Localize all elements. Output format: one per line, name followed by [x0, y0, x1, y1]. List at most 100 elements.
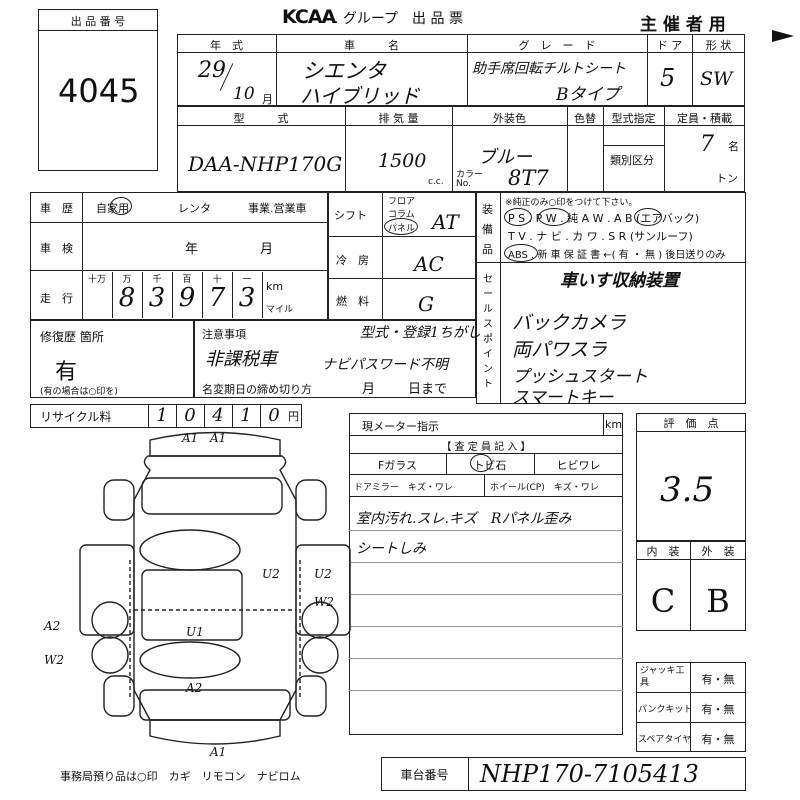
history-box: [30, 192, 328, 320]
mileage-unit-1: 十万: [87, 275, 106, 285]
deadline-label: 名変期日の締め切り方: [202, 383, 312, 396]
mileage-unit-3: 千: [152, 275, 162, 285]
mileage-digit-6: 3: [238, 283, 256, 313]
repair-label: 修復歴 箇所: [40, 330, 104, 344]
mark-right-u2: U2: [314, 567, 332, 581]
mark-left-w2: W2: [44, 653, 64, 667]
km-label: km: [266, 280, 284, 293]
grade-1: 助手席回転チルトシート: [472, 61, 626, 77]
equipment-label: 装備品: [482, 203, 493, 256]
recycle-digit-5: 0: [268, 405, 280, 426]
color-no-value: 8T7: [508, 166, 549, 190]
salespoint-4: プッシュスタート: [512, 367, 648, 387]
ps-circle: [504, 208, 532, 226]
shape-label: 形 状: [705, 39, 732, 52]
wheel-label: ホイール(CP) キズ・ワレ: [490, 483, 599, 493]
inspector-label: 【 査 定 員 記 入 】: [441, 442, 531, 453]
row1-box: [177, 34, 745, 106]
glass-chip-circle: [470, 454, 492, 472]
doors-value: 5: [660, 64, 676, 92]
mileage-unit-5: 十: [212, 275, 222, 285]
mark-front: A1: [209, 431, 226, 445]
caution-label: 注意事項: [202, 328, 246, 341]
caution-1: 型式・登録1ちがし: [360, 325, 481, 341]
repair-note: (有の場合は○印を): [40, 387, 118, 397]
ac-label: 冷 房: [336, 254, 369, 267]
shift-circle: [384, 218, 418, 235]
lot-number-label: 出 品 番 号: [70, 15, 126, 28]
meter-unit: km: [605, 418, 623, 431]
recycle-digit-2: 0: [184, 405, 196, 426]
ab-circle: [634, 208, 662, 226]
lot-number: 4045: [58, 72, 140, 110]
caution-box: [194, 320, 476, 398]
door-label: ド ア: [656, 39, 683, 52]
fuel-value: G: [418, 292, 434, 316]
ton-unit: トン: [716, 172, 738, 185]
recycle-box: [30, 404, 302, 428]
deadline-day: 日まで: [408, 382, 448, 397]
office-note: 事務局預り品は○印 カギ リモコン ナビロム: [60, 770, 301, 783]
mark-roof: U1: [186, 625, 204, 639]
displacement-label: 排 気 量: [378, 112, 419, 125]
score-value: 3.5: [660, 470, 715, 510]
displacement-value: 1500: [378, 150, 427, 172]
type-desig-label: 型式指定: [611, 112, 656, 125]
equipment-box: [476, 192, 746, 404]
recycle-digit-3: 4: [212, 405, 224, 426]
mileage-digit-5: 7: [208, 283, 226, 313]
salespoint-2: バックカメラ: [512, 312, 627, 334]
year-label: 年 式: [210, 39, 243, 52]
mark-front-right: A1: [181, 431, 198, 445]
deadline-month: 月: [362, 382, 376, 397]
salespoint-3: 両パワスラ: [512, 339, 608, 361]
mark-rear: A1: [209, 745, 226, 759]
capacity-value: 7: [700, 132, 714, 157]
puncture-option: 有・無: [701, 703, 735, 716]
recycle-digit-4: 1: [240, 405, 252, 426]
shift-value: AT: [432, 210, 459, 234]
color-change-label: 色替: [574, 112, 596, 125]
model-name-1: シエンタ: [302, 59, 386, 83]
model-name-2: ハイブリッド: [300, 84, 420, 108]
mile-label: マイル: [266, 305, 294, 315]
month-unit: 月: [262, 93, 273, 106]
recycle-digit-1: 1: [156, 405, 168, 426]
score-box: [636, 413, 746, 541]
type-label: 型 式: [233, 112, 289, 125]
history-label: 車 歴: [40, 202, 73, 215]
recycle-unit: 円: [288, 410, 299, 423]
interior-label: 内 装: [646, 545, 680, 558]
mark-right-u2-2: U2: [262, 567, 280, 581]
chassis-label: 車台番号: [400, 768, 449, 782]
color-label: 外装色: [493, 112, 526, 125]
equipment-line2: T V . ナ ビ . カ ワ . S R (サンルーフ): [508, 230, 693, 243]
capacity-label: 定員・積載: [677, 112, 732, 125]
mileage-unit-4: 百: [182, 275, 192, 285]
interior-value: C: [650, 582, 676, 620]
salespoint-5: スマートキー: [512, 388, 614, 408]
shift-floor: フロア: [388, 197, 416, 207]
exterior-value: B: [706, 582, 730, 620]
mark-trunk-a2: A2: [185, 681, 202, 695]
year-value: 29: [198, 58, 226, 83]
recycle-label: リサイクル料: [40, 410, 112, 424]
spare-option: 有・無: [701, 733, 735, 746]
equipment-note: ※純正のみ○印をつけて下さい。: [505, 198, 638, 208]
class-label: 類別区分: [610, 154, 654, 167]
kcaa-logo: KCAA: [282, 6, 336, 28]
specs-box: [328, 192, 476, 320]
cc-unit: c.c.: [428, 177, 444, 187]
mileage-digit-2: 8: [118, 283, 136, 313]
glass-label: Fガラス: [377, 459, 418, 472]
repair-box: [30, 320, 194, 398]
history-rental: レンタ: [178, 202, 211, 215]
meter-note-2: シートしみ: [356, 541, 426, 557]
history-business: 事業.営業車: [248, 202, 307, 215]
salespoint-1: 車いす収納装置: [560, 271, 679, 291]
mileage-digit-4: 9: [178, 283, 196, 313]
history-circle: [110, 197, 132, 215]
glass-crack: ヒビワレ: [556, 459, 601, 472]
spare-label: スペアタイヤ: [638, 735, 692, 745]
